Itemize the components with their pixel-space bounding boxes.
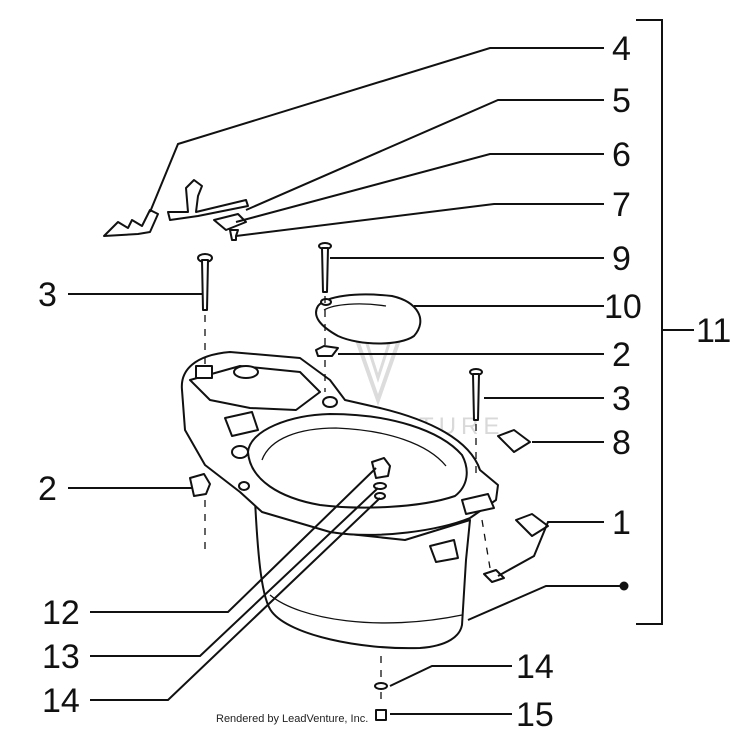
mounting-screw xyxy=(469,368,483,421)
callout-14: 14 xyxy=(516,648,554,686)
callout-14: 14 xyxy=(42,682,80,720)
bottom-washer xyxy=(374,682,388,690)
callout-8: 8 xyxy=(612,424,631,462)
callout-2: 2 xyxy=(612,336,631,374)
rubber-grommet xyxy=(315,345,339,357)
render-credit: Rendered by LeadVenture, Inc. xyxy=(216,713,368,725)
washer xyxy=(373,482,387,490)
callout-15: 15 xyxy=(516,696,554,733)
seat-latch-lever xyxy=(167,179,249,221)
callout-labels: 4 5 6 7 9 10 2 3 8 1 14 15 3 2 12 13 14 … xyxy=(38,30,731,733)
callout-6: 6 xyxy=(612,136,631,174)
bottom-bolt xyxy=(375,709,387,721)
rubber-buffer xyxy=(515,513,549,537)
compartment-lid xyxy=(315,293,422,345)
speed-nut xyxy=(189,473,211,497)
assembly-lines xyxy=(204,296,491,706)
rubber-pad xyxy=(497,429,531,453)
callout-12: 12 xyxy=(42,594,80,632)
callout-11: 11 xyxy=(696,312,731,350)
leader-lines xyxy=(68,19,694,715)
callout-10: 10 xyxy=(604,288,642,326)
drain-bolt xyxy=(371,457,391,479)
mounting-screw xyxy=(197,253,213,311)
helmet-compartment xyxy=(180,351,499,650)
latch-screw xyxy=(229,229,239,241)
callout-4: 4 xyxy=(612,30,631,68)
callout-5: 5 xyxy=(612,82,631,120)
callout-1: 1 xyxy=(612,504,631,542)
callout-3: 3 xyxy=(612,380,631,418)
assembly-dot xyxy=(619,581,629,591)
clip-nut xyxy=(483,569,505,583)
callout-2: 2 xyxy=(38,470,57,508)
lid-screw xyxy=(318,242,332,293)
latch-plate xyxy=(213,213,247,231)
callout-9: 9 xyxy=(612,240,631,278)
callout-7: 7 xyxy=(612,186,631,224)
seat-latch-spring xyxy=(103,209,159,237)
callout-13: 13 xyxy=(42,638,80,676)
callout-3: 3 xyxy=(38,276,57,314)
